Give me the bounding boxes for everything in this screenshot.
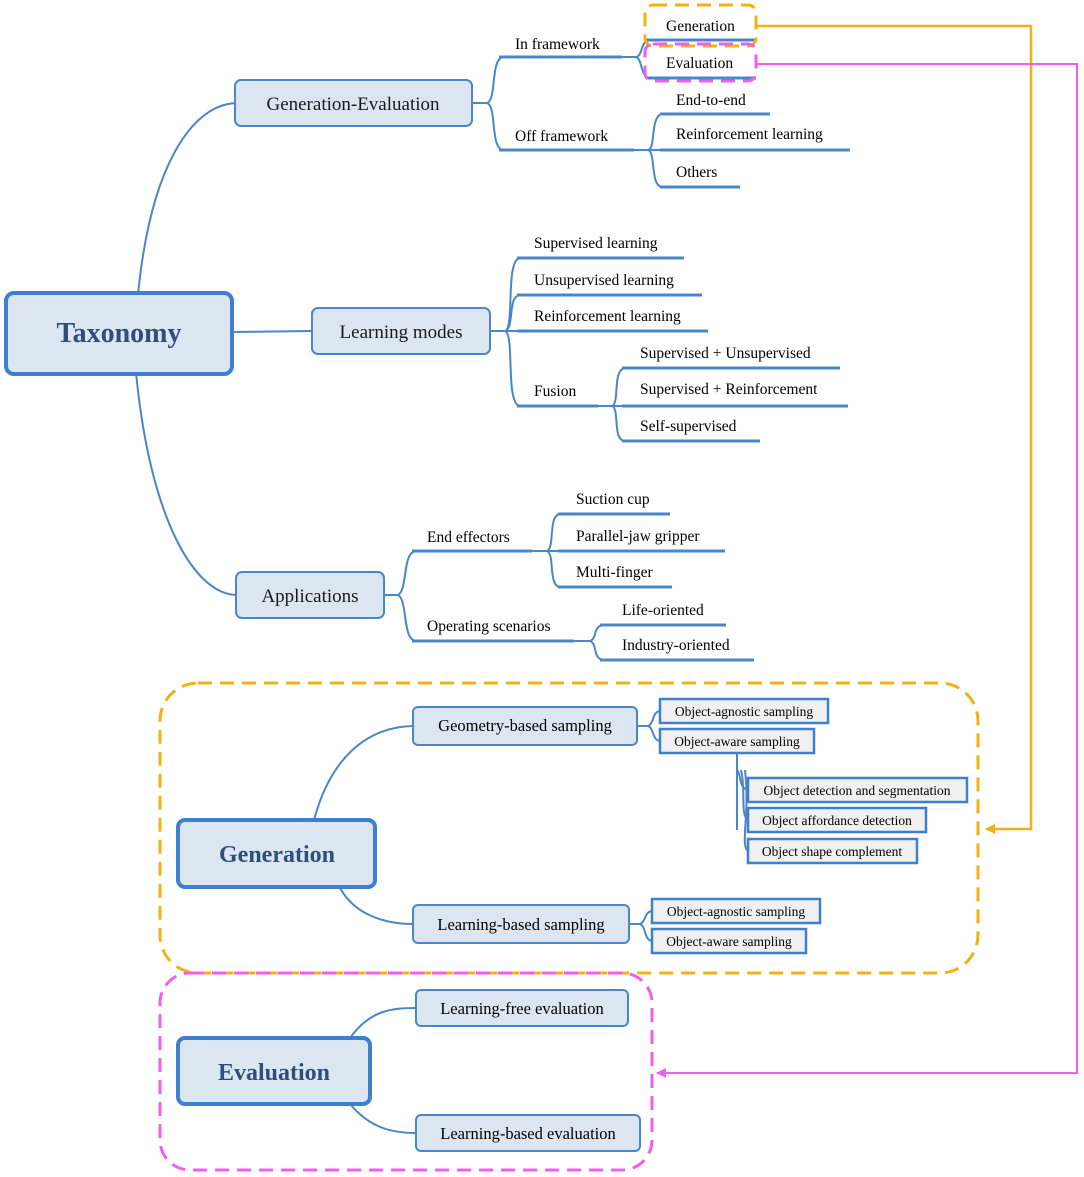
taxonomy-connectors [135,38,850,662]
applications-node[interactable]: Applications [235,571,385,619]
supervised-unsupervised-label: Supervised + Unsupervised [640,345,811,362]
self-supervised-label: Self-supervised [640,418,737,435]
shape-complement-node[interactable]: Object shape complement [746,837,919,865]
applications-label: Applications [261,586,358,607]
generation-root-node[interactable]: Generation [176,818,377,889]
suction-cup-label: Suction cup [576,491,650,508]
taxonomy-leaves: In framework Generation Evaluation Off f… [427,18,823,654]
multi-finger-label: Multi-finger [576,564,653,581]
evaluation-section-frame [158,971,654,1172]
taxonomy-root-node[interactable]: Taxonomy [4,291,234,376]
supervised-reinforcement-label: Supervised + Reinforcement [640,381,818,398]
shape-complement-label: Object shape complement [762,844,902,859]
off-framework-reinforcement-label: Reinforcement learning [676,126,823,143]
taxonomy-root-label: Taxonomy [56,318,181,349]
affordance-detection-node[interactable]: Object affordance detection [746,806,928,834]
geo-object-aware-label: Object-aware sampling [674,734,800,749]
evaluation-link-arrow [656,63,1078,1078]
unsupervised-learning-label: Unsupervised learning [534,272,674,289]
supervised-learning-label: Supervised learning [534,235,658,252]
learning-based-sampling-node[interactable]: Learning-based sampling [412,904,630,944]
fusion-label: Fusion [534,383,576,400]
generation-section-frame [158,681,980,975]
generation-leaf-label: Generation [666,18,735,35]
learning-based-evaluation-label: Learning-based evaluation [440,1124,615,1143]
learn-object-agnostic-label: Object-agnostic sampling [667,904,806,919]
end-effectors-label: End effectors [427,529,510,546]
detection-segmentation-node[interactable]: Object detection and segmentation [746,776,969,804]
learn-object-aware-label: Object-aware sampling [666,934,792,949]
learn-object-aware-node[interactable]: Object-aware sampling [650,927,808,955]
learning-modes-label: Learning modes [340,322,463,343]
detection-segmentation-label: Object detection and segmentation [763,783,950,798]
generation-evaluation-label: Generation-Evaluation [266,94,440,115]
end-to-end-label: End-to-end [676,92,746,109]
evaluation-leaf-label: Evaluation [666,55,733,72]
geometry-based-sampling-node[interactable]: Geometry-based sampling [412,706,638,746]
geometry-based-sampling-label: Geometry-based sampling [438,716,612,735]
generation-connectors [313,710,749,942]
affordance-detection-label: Object affordance detection [762,813,912,828]
geo-object-agnostic-node[interactable]: Object-agnostic sampling [658,697,830,725]
off-framework-label: Off framework [515,128,608,145]
in-framework-label: In framework [515,36,600,53]
learning-free-evaluation-node[interactable]: Learning-free evaluation [415,989,629,1027]
generation-root-label: Generation [219,842,335,868]
geo-object-aware-node[interactable]: Object-aware sampling [658,727,816,755]
evaluation-root-node[interactable]: Evaluation [176,1036,372,1106]
generation-evaluation-node[interactable]: Generation-Evaluation [234,79,473,127]
industry-oriented-label: Industry-oriented [622,637,730,654]
evaluation-leaf-highlight [643,42,758,83]
learning-free-evaluation-label: Learning-free evaluation [440,999,604,1018]
others-label: Others [676,164,717,181]
generation-link-arrow [756,24,1033,834]
learning-modes-node[interactable]: Learning modes [311,307,491,355]
evaluation-connectors [349,1007,417,1134]
learn-object-agnostic-node[interactable]: Object-agnostic sampling [650,897,822,925]
life-oriented-label: Life-oriented [622,602,704,619]
reinforcement-learning-label: Reinforcement learning [534,308,681,325]
learning-based-evaluation-node[interactable]: Learning-based evaluation [415,1114,641,1152]
learning-based-sampling-label: Learning-based sampling [437,915,604,934]
operating-scenarios-label: Operating scenarios [427,618,551,635]
evaluation-root-label: Evaluation [218,1060,330,1086]
geo-object-agnostic-label: Object-agnostic sampling [675,704,814,719]
parallel-jaw-gripper-label: Parallel-jaw gripper [576,528,700,545]
